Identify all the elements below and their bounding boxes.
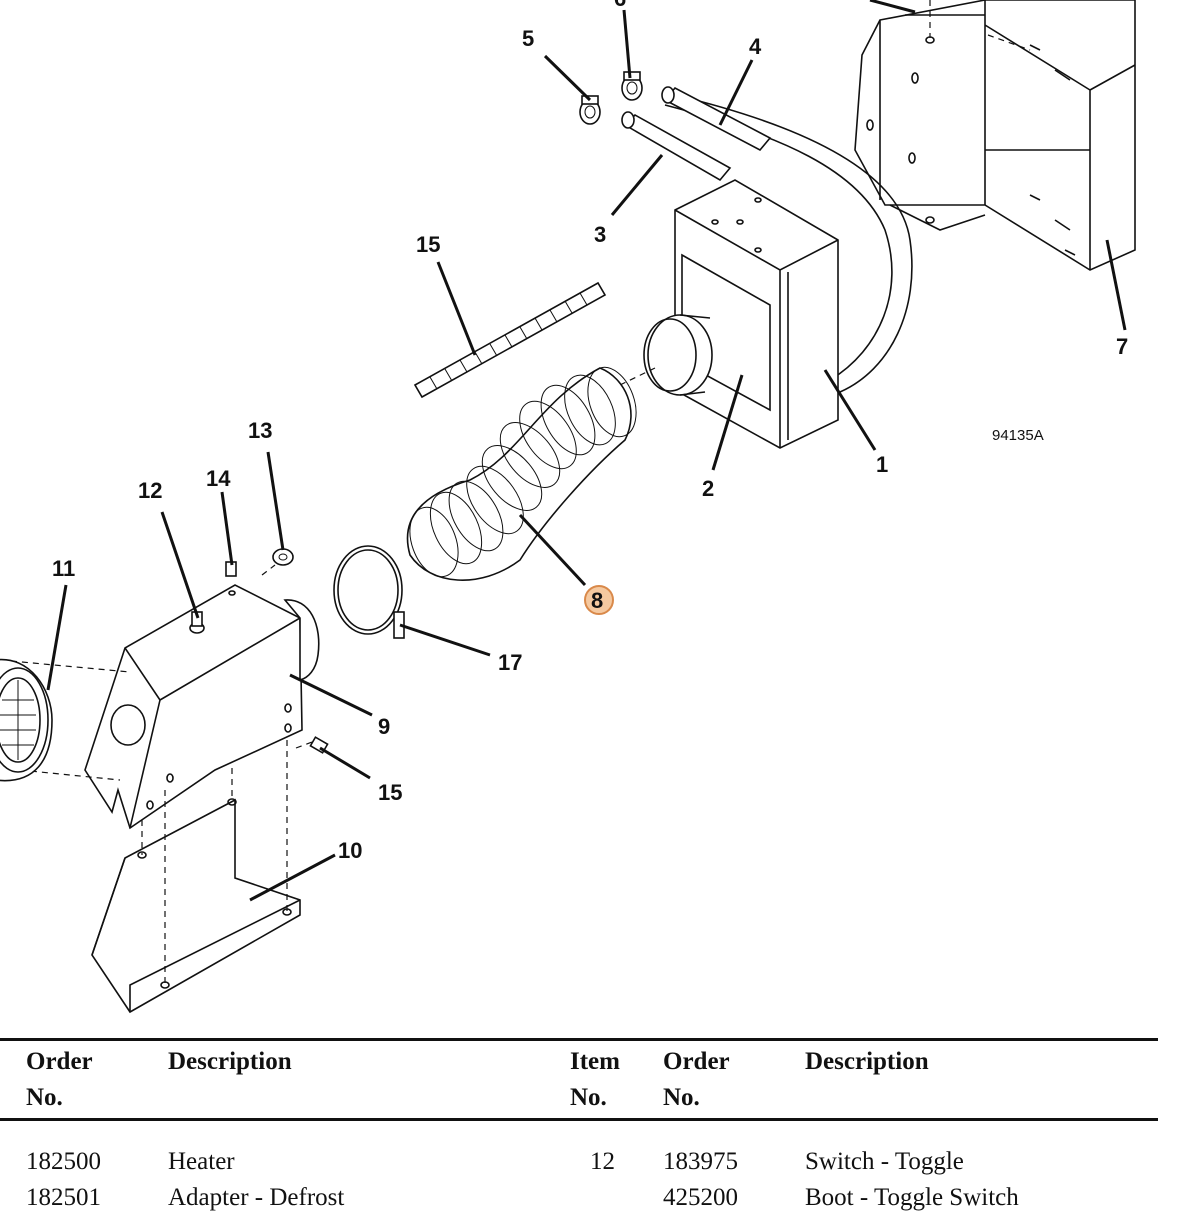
part-bracket	[854, 0, 1136, 271]
part-defrost-adapter	[0, 584, 320, 830]
cell-order-2: 425200	[663, 1184, 738, 1211]
header-description-2: Description	[805, 1048, 929, 1075]
callout-8: 8	[591, 588, 603, 613]
callout-15-top: 14	[206, 466, 231, 491]
part-duct-clamp	[333, 545, 405, 639]
callout-4: 4	[749, 34, 762, 59]
table-top-rule	[0, 1038, 1158, 1041]
cell-description: Heater	[168, 1148, 235, 1175]
cell-description: Adapter - Defrost	[168, 1184, 345, 1211]
callout-12: 12	[138, 478, 162, 503]
header-item-no: Item No.	[570, 1048, 620, 1111]
callout-11: 11	[52, 556, 75, 581]
callout-13: 13	[248, 418, 272, 443]
leader-lines	[46, 0, 1127, 902]
callout-14: 15	[416, 232, 440, 257]
part-heater	[619, 179, 839, 449]
callout-1: 1	[876, 452, 888, 477]
cell-order: 182500	[26, 1148, 101, 1175]
cell-description-2: Switch - Toggle	[805, 1148, 964, 1175]
callout-10: 10	[338, 838, 362, 863]
header-description: Description	[168, 1048, 292, 1075]
header-order-no-2: Order No.	[663, 1048, 730, 1111]
exploded-parts-diagram: 1 2 3 4 5 6 7 8 9 10 11 12 13 14 15 15 1…	[0, 0, 1136, 1014]
table-header-rule	[0, 1118, 1158, 1121]
cell-description-2: Boot - Toggle Switch	[805, 1184, 1019, 1211]
callout-15-bottom: 15	[378, 780, 402, 805]
callout-3: 3	[594, 222, 606, 247]
part-lower-shield	[91, 740, 301, 1014]
callout-5: 5	[522, 26, 534, 51]
callout-9: 9	[378, 714, 390, 739]
callout-labels: 1 2 3 4 5 6 7 8 9 10 11 12 13 14 15 15 1…	[52, 0, 1128, 863]
callout-2: 2	[702, 476, 714, 501]
callout-17: 17	[498, 650, 522, 675]
figure-reference: 94135A	[992, 427, 1044, 444]
header-order-no: Order No.	[26, 1048, 93, 1111]
callout-7: 7	[1116, 334, 1128, 359]
part-hose-clamps	[579, 71, 643, 125]
callout-6: 6	[614, 0, 626, 11]
cell-item: 12	[590, 1148, 615, 1175]
part-heater-hoses	[621, 86, 913, 393]
callout-8-highlight: 8	[584, 585, 614, 615]
part-flex-hose	[406, 366, 637, 581]
part-threaded-rod	[413, 281, 607, 399]
cell-order-2: 183975	[663, 1148, 738, 1175]
cell-order: 182501	[26, 1184, 101, 1211]
part-vent	[0, 658, 53, 782]
